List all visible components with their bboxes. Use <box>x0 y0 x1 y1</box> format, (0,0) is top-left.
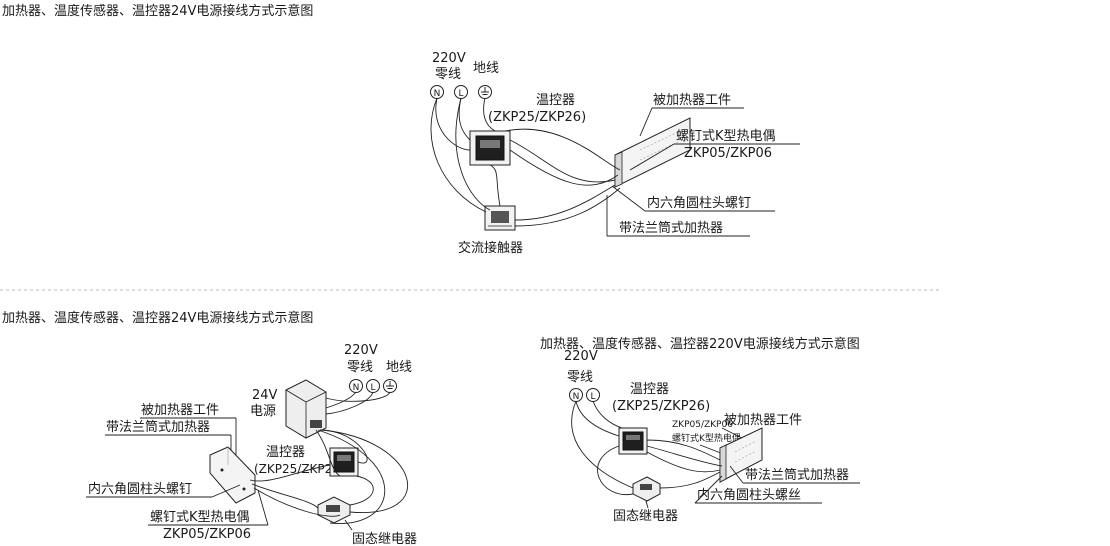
svg-text:N: N <box>434 89 441 99</box>
br-thermocouple-model: ZKP05/ZKP06 <box>672 420 733 430</box>
svg-text:L: L <box>590 392 595 402</box>
bl-temperature-controller-icon <box>329 447 359 477</box>
bl-ground-terminal-icon <box>383 379 397 393</box>
bl-n-terminal-icon: N <box>349 379 363 393</box>
top-heater-label: 带法兰筒式加热器 <box>619 220 723 236</box>
top-diagram-title: 加热器、温度传感器、温控器24V电源接线方式示意图 <box>2 4 314 19</box>
bl-power-label: 电源 <box>250 404 276 419</box>
top-workpiece-icon <box>614 117 691 188</box>
br-heater-label: 带法兰筒式加热器 <box>745 467 849 483</box>
br-neutral-label: 零线 <box>567 370 593 385</box>
bl-220v-label: 220V <box>344 343 378 358</box>
bl-workpiece-label: 被加热器工件 <box>141 403 219 418</box>
bl-l-terminal-icon: L <box>366 379 380 393</box>
top-l-terminal-icon: L <box>454 85 468 99</box>
bl-thermocouple-label: 螺钉式K型热电偶 <box>150 510 250 525</box>
br-relay-label: 固态继电器 <box>613 509 678 524</box>
bottom-right-diagram-title: 加热器、温度传感器、温控器220V电源接线方式示意图 <box>540 337 860 352</box>
bl-screw-label: 内六角圆柱头螺钉 <box>88 481 192 497</box>
svg-text:L: L <box>370 383 375 393</box>
top-220v-label: 220V <box>432 51 466 66</box>
svg-text:L: L <box>458 89 463 99</box>
br-screw-label: 内六角圆柱头螺丝 <box>697 487 801 503</box>
br-workpiece-label: 被加热器工件 <box>724 413 802 428</box>
bl-workpiece-icon <box>209 446 256 504</box>
bl-24v-label: 24V <box>252 388 278 403</box>
bl-neutral-label: 零线 <box>347 360 373 375</box>
top-n-terminal-icon: N <box>430 85 444 99</box>
top-neutral-label: 零线 <box>435 67 461 82</box>
svg-text:N: N <box>573 392 580 402</box>
bl-heater-label: 带法兰筒式加热器 <box>106 419 210 435</box>
br-temperature-controller-icon <box>618 427 648 455</box>
bl-controller-model: (ZKP25/ZKP26) <box>254 462 345 476</box>
top-temperature-controller-icon <box>469 130 511 166</box>
bottom-left-diagram: 220V 零线 地线 N L 24V 电源 被加热器工件 <box>86 343 417 546</box>
br-220v-label: 220V <box>564 349 598 364</box>
top-contactor-label: 交流接触器 <box>458 240 523 256</box>
top-controller-label: 温控器 <box>536 93 575 108</box>
top-ground-label: 地线 <box>473 61 499 76</box>
bl-power-supply-icon <box>285 379 327 439</box>
top-ground-terminal-icon <box>478 85 492 99</box>
top-workpiece-label: 被加热器工件 <box>653 93 731 108</box>
svg-text:N: N <box>353 383 360 393</box>
br-thermocouple-label: 螺钉式K型热电偶 <box>672 432 741 444</box>
br-n-terminal-icon: N <box>569 388 583 402</box>
top-screw-label: 内六角圆柱头螺钉 <box>647 195 751 211</box>
br-l-terminal-icon: L <box>586 388 600 402</box>
bl-controller-label: 温控器 <box>266 445 305 460</box>
bl-solid-state-relay-icon <box>317 496 351 524</box>
bottom-left-diagram-title: 加热器、温度传感器、温控器24V电源接线方式示意图 <box>2 311 314 326</box>
bl-relay-label: 固态继电器 <box>352 532 417 546</box>
br-controller-label: 温控器 <box>630 382 669 397</box>
bottom-right-diagram: 220V 零线 N L 温控器 (ZKP25/ZKP26) ZKP05/ZKP0… <box>564 349 860 524</box>
top-thermocouple-model: ZKP05/ZKP06 <box>684 146 772 161</box>
top-controller-model: (ZKP25/ZKP26) <box>488 110 586 125</box>
top-thermocouple-label: 螺钉式K型热电偶 <box>676 129 776 144</box>
bl-ground-label: 地线 <box>386 360 412 375</box>
top-diagram: 220V 零线 地线 N L 温控器 (ZKP25/ZKP26) <box>430 51 800 256</box>
br-controller-model: (ZKP25/ZKP26) <box>612 399 710 414</box>
bl-thermocouple-model: ZKP05/ZKP06 <box>163 527 251 542</box>
br-workpiece-icon <box>719 427 763 483</box>
br-solid-state-relay-icon <box>632 476 661 502</box>
